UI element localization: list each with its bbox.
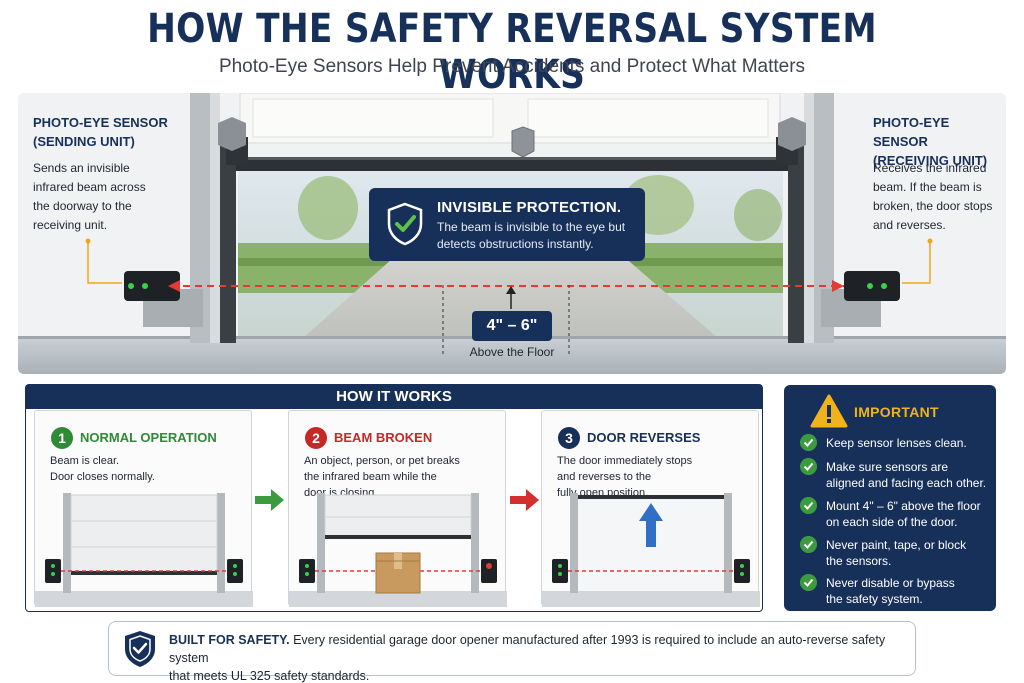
important-title: IMPORTANT (854, 404, 939, 420)
built-for-safety-banner: BUILT FOR SAFETY. Every residential gara… (108, 621, 916, 683)
step-title: BEAM BROKEN (334, 430, 433, 445)
receiving-unit-title: PHOTO-EYE SENSOR (RECEIVING UNIT) (873, 115, 988, 168)
beam-broken-illustration (289, 493, 507, 607)
arrow-up-icon (639, 503, 663, 547)
arrow-right-icon (510, 489, 539, 511)
check-icon (800, 536, 817, 553)
important-panel: IMPORTANT Keep sensor lenses clean. Make… (784, 385, 996, 611)
step-door-reverses: 3 DOOR REVERSES The door immediately sto… (541, 410, 760, 607)
door-reverses-illustration (542, 493, 760, 607)
step-number: 2 (305, 427, 327, 449)
page-title: HOW THE SAFETY REVERSAL SYSTEM WORKS (147, 6, 877, 98)
step-number: 1 (51, 427, 73, 449)
height-badge: 4" – 6" (472, 311, 552, 341)
sending-sensor-icon (124, 271, 180, 301)
check-icon (800, 458, 817, 475)
box-icon (375, 552, 421, 594)
height-caption: Above the Floor (469, 345, 555, 359)
check-icon (800, 497, 817, 514)
invisible-protection-text: The beam is invisible to the eye but det… (437, 220, 626, 251)
receiving-unit-description: Receives the infrared beam. If the beam … (873, 161, 993, 232)
shield-check-icon (387, 202, 423, 246)
step-description: Beam is clear. Door closes normally. (50, 455, 155, 483)
invisible-protection-callout: INVISIBLE PROTECTION. The beam is invisi… (369, 188, 645, 261)
step-number: 3 (558, 427, 580, 449)
sending-unit-title: PHOTO-EYE SENSOR (SENDING UNIT) (33, 115, 168, 149)
how-it-works-title: HOW IT WORKS (26, 385, 762, 409)
how-it-works-panel: HOW IT WORKS 1 NORMAL OPERATION Beam is … (25, 384, 763, 612)
step-title: NORMAL OPERATION (80, 430, 217, 445)
invisible-protection-title: INVISIBLE PROTECTION. (437, 199, 622, 216)
sending-unit-description: Sends an invisible infrared beam across … (33, 161, 146, 232)
arrow-right-icon (255, 489, 284, 511)
step-normal-operation: 1 NORMAL OPERATION Beam is clear. Door c… (34, 410, 253, 607)
check-icon (800, 574, 817, 591)
shield-icon (125, 631, 155, 667)
page-subtitle: Photo-Eye Sensors Help Prevent Accidents… (218, 56, 806, 77)
warning-icon (810, 394, 848, 428)
normal-operation-illustration (35, 493, 253, 607)
step-beam-broken: 2 BEAM BROKEN An object, person, or pet … (288, 410, 507, 607)
check-icon (800, 434, 817, 451)
step-description: An object, person, or pet breaks the inf… (304, 455, 460, 499)
built-for-safety-text: BUILT FOR SAFETY. Every residential gara… (169, 633, 886, 683)
step-title: DOOR REVERSES (587, 430, 701, 445)
